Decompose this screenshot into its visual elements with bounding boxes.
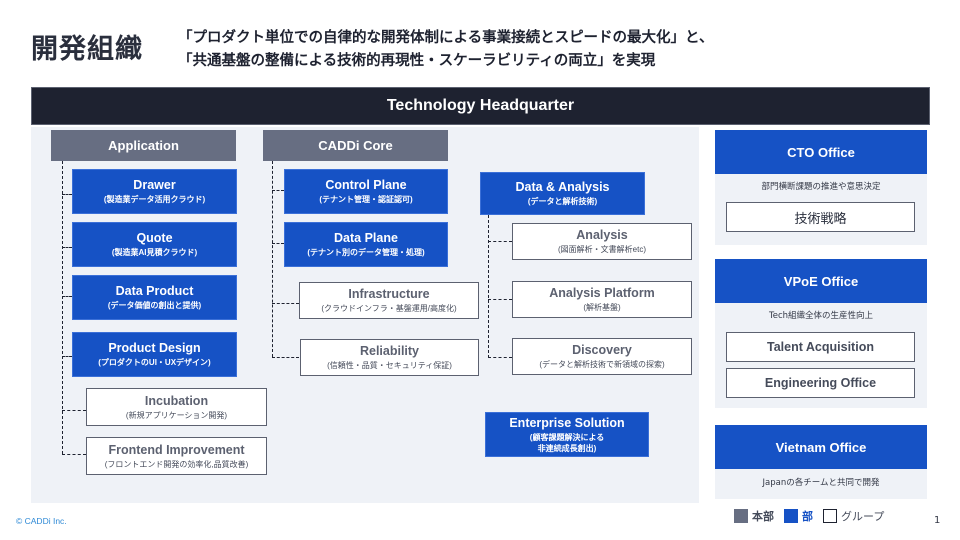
group-analysis-platform: Analysis Platform (解析基盤)	[512, 281, 692, 318]
connector	[62, 410, 86, 411]
connector	[62, 194, 72, 195]
connector	[488, 241, 512, 242]
unit-title: Data Product	[115, 284, 194, 298]
connector	[62, 247, 72, 248]
unit-title: Control Plane	[325, 178, 407, 192]
vietnam-office-header: Vietnam Office	[715, 425, 927, 469]
group-analysis: Analysis (図面解析・文書解析etc)	[512, 223, 692, 260]
unit-control-plane: Control Plane (テナント管理・認証認可)	[284, 169, 448, 214]
unit-subtitle: (データと解析技術)	[527, 197, 598, 206]
unit-subtitle: (クラウドインフラ・基盤運用/高度化)	[321, 304, 457, 313]
core-connector-trunk	[272, 161, 273, 357]
subtitle-line-1: 「プロダクト単位での自律的な開発体制による事業接続とスピードの最大化」と、	[178, 30, 714, 46]
unit-subtitle: (解析基盤)	[583, 303, 621, 312]
unit-title: Analysis Platform	[549, 286, 655, 300]
unit-subtitle: (製造業データ活用クラウド)	[103, 195, 206, 204]
subtitle-line-2: 「共通基盤の整備による技術的再現性・スケーラビリティの両立」を実現	[178, 53, 656, 69]
legend-label-honbu: 本部	[752, 510, 774, 523]
group-frontend-improvement: Frontend Improvement (フロントエンド開発の効率化,品質改善…	[86, 437, 267, 475]
vietnam-office-panel: Vietnam Office Japanの各チームと共同で開発	[715, 425, 927, 499]
unit-subtitle: (データと解析技術で新領域の探索)	[539, 360, 665, 369]
vietnam-office-description: Japanの各チームと共同で開発	[762, 478, 880, 488]
connector	[272, 243, 284, 244]
unit-subtitle: (フロントエンド開発の効率化,品質改善)	[104, 459, 249, 469]
vpoe-office-description: Tech組織全体の生産性向上	[768, 311, 874, 321]
legend-label-bu: 部	[802, 510, 813, 523]
application-connector-trunk	[62, 161, 63, 454]
caddi-core-label: CADDi Core	[318, 138, 393, 153]
unit-title: Data Plane	[334, 231, 398, 245]
page-subtitle: 「プロダクト単位での自律的な開発体制による事業接続とスピードの最大化」と、 「共…	[178, 27, 713, 73]
connector	[272, 357, 299, 358]
legend: 本部 部 グループ	[734, 508, 894, 524]
unit-drawer: Drawer (製造業データ活用クラウド)	[72, 169, 237, 214]
unit-title: Enterprise Solution	[509, 415, 625, 430]
unit-subtitle: (図面解析・文書解析etc)	[558, 245, 646, 254]
vpoe-office-title: VPoE Office	[783, 273, 859, 289]
unit-subtitle: (テナント管理・認証認可)	[319, 195, 413, 204]
cto-office-panel: CTO Office 部門横断課題の推進や意思決定 技術戦略	[715, 130, 927, 245]
unit-title: Data & Analysis	[515, 180, 610, 194]
unit-title: Drawer	[133, 178, 176, 192]
connector	[272, 190, 284, 191]
application-label: Application	[108, 138, 179, 153]
unit-title: Incubation	[144, 393, 209, 408]
vietnam-office-title: Vietnam Office	[775, 439, 867, 455]
unit-quote: Quote (製造業AI見積クラウド)	[72, 222, 237, 267]
group-incubation: Incubation (新規アプリケーション開発)	[86, 388, 267, 426]
unit-title: Frontend Improvement	[108, 442, 245, 457]
unit-subtitle: (テナント別のデータ管理・処理)	[307, 248, 425, 257]
technology-headquarter-bar: Technology Headquarter	[31, 87, 930, 125]
group-infrastructure: Infrastructure (クラウドインフラ・基盤運用/高度化)	[299, 282, 479, 319]
unit-product-design: Product Design (プロダクトのUI・UXデザイン)	[72, 332, 237, 377]
unit-data-plane: Data Plane (テナント別のデータ管理・処理)	[284, 222, 448, 267]
page-title: 開発組織	[31, 34, 143, 65]
application-division: Application	[51, 130, 236, 161]
copyright: © CADDi Inc.	[16, 516, 67, 526]
cto-item-tech-strategy: 技術戦略	[726, 202, 915, 232]
legend-label-group: グループ	[841, 510, 885, 523]
vpoe-item-talent-acquisition: Talent Acquisition	[726, 332, 915, 362]
connector	[62, 296, 72, 297]
unit-subtitle-line-1: (顧客課題解決による	[529, 432, 605, 442]
connector	[62, 454, 86, 455]
unit-title: Product Design	[108, 341, 201, 355]
vpoe-item-engineering-office: Engineering Office	[726, 368, 915, 398]
cto-office-header: CTO Office	[715, 130, 927, 174]
connector	[488, 357, 512, 358]
unit-enterprise-solution: Enterprise Solution (顧客課題解決による 非連続成長創出)	[485, 412, 649, 457]
unit-title: Reliability	[359, 344, 420, 358]
legend-swatch-honbu	[734, 509, 748, 523]
cto-office-title: CTO Office	[787, 144, 855, 160]
group-reliability: Reliability (信頼性・品質・セキュリティ保証)	[300, 339, 479, 376]
legend-swatch-group	[823, 509, 837, 523]
connector	[488, 299, 512, 300]
cto-office-description: 部門横断課題の推進や意思決定	[761, 182, 881, 192]
unit-title: Quote	[136, 231, 173, 245]
vpoe-office-panel: VPoE Office Tech組織全体の生産性向上 Talent Acquis…	[715, 259, 927, 408]
unit-title: Analysis	[576, 228, 628, 242]
caddi-core-division: CADDi Core	[263, 130, 448, 161]
unit-subtitle: (新規アプリケーション開発)	[125, 410, 228, 420]
page-number: 1	[934, 515, 941, 526]
unit-subtitle-line-2: 非連続成長創出)	[537, 443, 597, 453]
unit-title: Infrastructure	[348, 287, 430, 301]
unit-data-analysis: Data & Analysis (データと解析技術)	[480, 172, 645, 215]
unit-subtitle: (信頼性・品質・セキュリティ保証)	[327, 361, 452, 370]
data-analysis-connector-trunk	[488, 215, 489, 358]
legend-swatch-bu	[784, 509, 798, 523]
unit-subtitle: (プロダクトのUI・UXデザイン)	[98, 358, 211, 367]
connector	[272, 303, 299, 304]
connector	[62, 356, 72, 357]
unit-subtitle: (製造業AI見積クラウド)	[111, 248, 198, 257]
unit-title: Discovery	[572, 343, 632, 357]
unit-data-product: Data Product (データ価値の創出と提供)	[72, 275, 237, 320]
group-discovery: Discovery (データと解析技術で新領域の探索)	[512, 338, 692, 375]
unit-subtitle: (データ価値の創出と提供)	[107, 301, 202, 310]
vpoe-office-header: VPoE Office	[715, 259, 927, 303]
